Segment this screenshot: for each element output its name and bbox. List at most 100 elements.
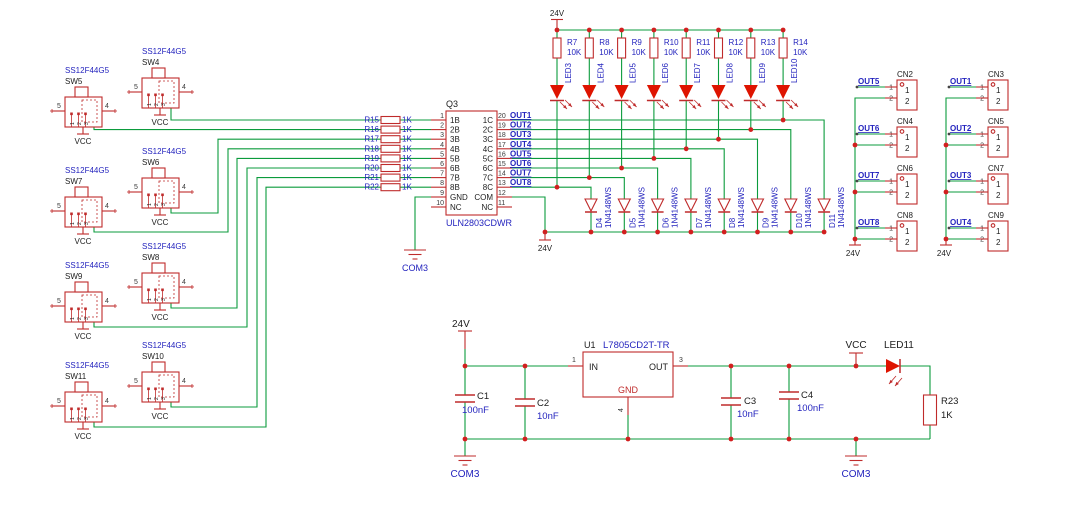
net-label-OUT8-ic[interactable]: OUT8 — [510, 178, 532, 187]
diode-ref: D4 — [595, 217, 604, 228]
net-label-OUT8-left[interactable]: OUT8 — [858, 218, 880, 227]
led-LED11[interactable]: LED11 — [884, 340, 914, 387]
power-vcc-psu[interactable]: VCC — [845, 340, 867, 366]
power-vcc-SW9[interactable]: VCC — [75, 322, 92, 341]
net-label-OUT1-ic[interactable]: OUT1 — [510, 111, 532, 120]
connector-ref: CN2 — [897, 70, 914, 79]
power-vcc-SW5[interactable]: VCC — [75, 127, 92, 146]
net-label-OUT3-right[interactable]: OUT3 — [950, 171, 972, 180]
net-label-OUT3-ic[interactable]: OUT3 — [510, 130, 532, 139]
ground-com3-psu-left[interactable]: COM3 — [451, 455, 480, 480]
power-vcc-SW10[interactable]: VCC — [152, 402, 169, 421]
net-label-OUT6-ic[interactable]: OUT6 — [510, 159, 532, 168]
power-vcc-SW8[interactable]: VCC — [152, 303, 169, 322]
net-label-OUT7-ic[interactable]: OUT7 — [510, 169, 532, 178]
power-vcc-SW6[interactable]: VCC — [152, 208, 169, 227]
net-label-OUT1-right[interactable]: OUT1 — [950, 77, 972, 86]
symbol-shape — [582, 85, 597, 99]
led-LED7[interactable]: LED7 — [679, 62, 702, 110]
pin-number: 4 — [182, 279, 186, 286]
power-flag-24v-psu-input[interactable]: 24V — [452, 319, 472, 349]
pin-number: 2 — [440, 123, 444, 130]
pin-label: 2 — [905, 191, 910, 200]
net-label-OUT2-right[interactable]: OUT2 — [950, 124, 972, 133]
symbol-rect — [778, 37, 788, 59]
power-vcc-SW4[interactable]: VCC — [152, 108, 169, 127]
led-LED6[interactable]: LED6 — [646, 62, 670, 110]
ground-com3-psu-right[interactable]: COM3 — [842, 455, 871, 480]
power-flag-24v-right-connectors[interactable]: 24V — [937, 239, 952, 258]
led-LED8[interactable]: LED8 — [711, 62, 735, 110]
led-LED9[interactable]: LED9 — [743, 62, 767, 110]
net-label-OUT5-left[interactable]: OUT5 — [858, 77, 880, 86]
net-label-OUT6-left[interactable]: OUT6 — [858, 124, 880, 133]
power-flag-24v-flyback-rail[interactable]: 24V — [538, 232, 553, 253]
symbol-rect — [158, 374, 175, 398]
led-LED3[interactable]: LED3 — [550, 62, 573, 110]
net-label-OUT7-left[interactable]: OUT7 — [858, 171, 880, 180]
junction-dot — [522, 436, 528, 442]
power-label-vcc: VCC — [75, 432, 92, 441]
net-label-OUT4-right[interactable]: OUT4 — [950, 218, 972, 227]
power-flag-24v-top[interactable]: 24V — [550, 9, 565, 30]
junction-dot — [586, 175, 592, 181]
power-vcc-SW7[interactable]: VCC — [75, 227, 92, 246]
net-label-OUT5-ic[interactable]: OUT5 — [510, 149, 532, 158]
ground-com3-ic[interactable]: COM3 — [402, 249, 428, 273]
led-LED4[interactable]: LED4 — [582, 62, 605, 110]
led-LED5[interactable]: LED5 — [614, 62, 638, 110]
power-flag-24v-left-connectors[interactable]: 24V — [846, 239, 861, 258]
net-label-OUT4-ic[interactable]: OUT4 — [510, 140, 532, 149]
led-LED10[interactable]: LED10 — [776, 58, 799, 110]
power-vcc-SW11[interactable]: VCC — [75, 422, 92, 441]
net-label-OUT2-ic[interactable]: OUT2 — [510, 121, 532, 130]
